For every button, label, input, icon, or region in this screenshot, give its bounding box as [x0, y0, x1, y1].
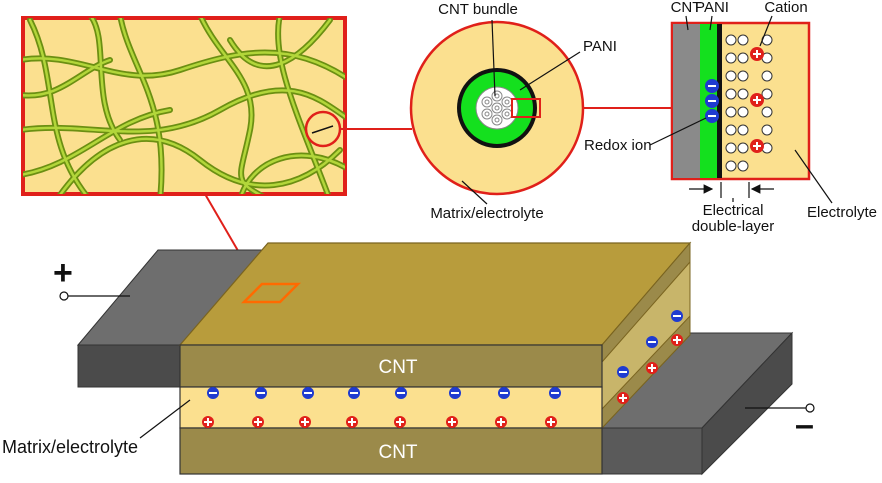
leader-cnt-bundle	[491, 19, 496, 97]
leader-matrix-bottom	[139, 399, 191, 439]
label-cnt-top: CNT	[671, 0, 702, 16]
label-cnt-bundle: CNT bundle	[438, 1, 518, 18]
label-pani-top: PANI	[695, 0, 729, 16]
cnt-fiber-network	[23, 18, 345, 194]
label-cation: Cation	[764, 0, 807, 16]
leader-matrix-mid	[461, 180, 488, 205]
plus-sign: +	[53, 254, 73, 292]
fiber-section-mark	[311, 125, 334, 134]
side-face-ions	[617, 310, 683, 404]
anion-stack	[705, 79, 719, 123]
interface-line	[717, 24, 722, 178]
electrolyte-layer	[179, 386, 603, 429]
positive-terminal	[59, 291, 69, 301]
fiber-network-panel	[21, 16, 347, 196]
cation-row	[202, 416, 557, 428]
sample-region-highlight	[240, 282, 302, 304]
stack-top-face	[178, 242, 692, 346]
label-cnt-layer-bottom: CNT	[378, 442, 417, 463]
label-cnt-layer-top: CNT	[378, 357, 417, 378]
cation-column	[750, 47, 764, 153]
label-electrolyte: Electrolyte	[807, 204, 877, 221]
leader-pani-mid	[519, 51, 581, 91]
fiber-cross-section	[409, 20, 585, 196]
cnt-layer-bottom	[179, 427, 603, 475]
double-layer-detail	[670, 21, 811, 198]
label-pani-mid: PANI	[583, 38, 617, 55]
label-matrix-electrolyte-mid: Matrix/electrolyte	[430, 205, 543, 222]
label-redox-ion: Redox ion	[584, 137, 652, 154]
anion-row	[207, 387, 561, 399]
supercapacitor-device	[59, 241, 815, 476]
zoom-box	[511, 98, 541, 118]
solvent-dipoles	[725, 34, 773, 172]
minus-sign: –	[795, 406, 814, 444]
positive-electrode	[76, 249, 270, 388]
negative-electrode	[598, 331, 794, 476]
cnt-bundle-tubes	[481, 90, 513, 126]
negative-terminal	[805, 403, 815, 413]
label-matrix-electrolyte-bottom: Matrix/electrolyte	[2, 437, 138, 457]
cnt-wall	[673, 24, 700, 178]
label-electrical: Electrical	[703, 202, 764, 219]
cnt-layer-top	[179, 344, 603, 388]
label-double-layer: double-layer	[692, 218, 775, 235]
